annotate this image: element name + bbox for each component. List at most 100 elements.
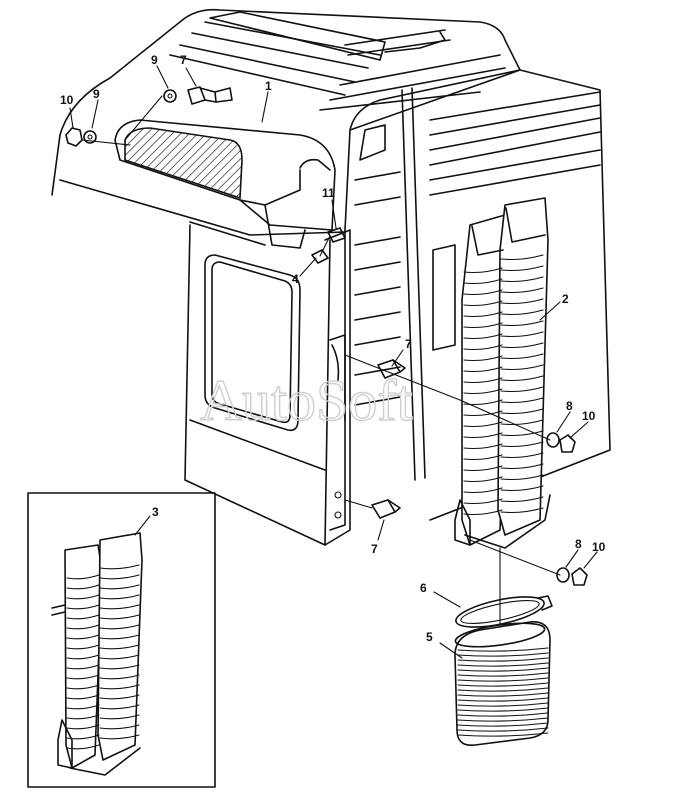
inset-duct-rib bbox=[99, 604, 140, 610]
callout-4: 4 bbox=[292, 272, 299, 286]
callout-7-middle: 7 bbox=[405, 337, 412, 351]
bellows-rib bbox=[457, 657, 549, 662]
inset-duct-rib bbox=[99, 634, 140, 640]
inset-duct-rib bbox=[66, 734, 100, 740]
duct-rib bbox=[463, 289, 503, 296]
duct-rib bbox=[500, 463, 544, 470]
bellows-hose bbox=[454, 621, 551, 747]
watermark: AutoSoft bbox=[200, 368, 413, 433]
bellows-rib bbox=[457, 702, 549, 707]
duct-rib bbox=[500, 353, 544, 360]
duct-rib bbox=[463, 377, 503, 384]
inset-duct-rib bbox=[66, 594, 100, 600]
callout-1: 1 bbox=[265, 79, 272, 93]
inset-duct-variant bbox=[27, 492, 216, 788]
duct-rib bbox=[500, 298, 544, 305]
duct-rib bbox=[500, 265, 544, 272]
inset-duct-rib bbox=[66, 744, 100, 750]
bellows-rib bbox=[457, 677, 549, 682]
callout-7-top: 7 bbox=[180, 53, 187, 67]
inset-duct-rib bbox=[99, 664, 140, 670]
cab-back-wall bbox=[344, 69, 611, 521]
bellows-rib bbox=[457, 732, 549, 737]
callout-5: 5 bbox=[426, 630, 433, 644]
inset-duct-rib bbox=[66, 654, 100, 660]
bellows-rib bbox=[457, 647, 549, 652]
duct-rib bbox=[500, 485, 544, 492]
duct-rib bbox=[500, 386, 544, 393]
inset-duct-rib bbox=[66, 684, 100, 690]
bellows-rib bbox=[457, 687, 549, 692]
duct-rib bbox=[463, 311, 503, 318]
callout-9-left: 9 bbox=[93, 87, 100, 101]
callout-leaders bbox=[69, 65, 598, 659]
inset-duct-rib bbox=[99, 574, 140, 580]
inset-duct-rib bbox=[66, 704, 100, 710]
inset-duct-rib bbox=[66, 584, 100, 590]
bellows-rib bbox=[457, 707, 549, 712]
duct-rib bbox=[500, 496, 544, 503]
inset-duct-rib bbox=[66, 674, 100, 680]
duct-rib bbox=[500, 419, 544, 426]
duct-rib bbox=[463, 465, 503, 472]
inset-duct-rib bbox=[99, 564, 140, 570]
bellows-rib bbox=[457, 682, 549, 687]
duct-rib bbox=[463, 421, 503, 428]
callout-8-upper: 8 bbox=[566, 399, 573, 413]
inset-duct-rib bbox=[66, 644, 100, 650]
callout-10-lower-right: 10 bbox=[592, 540, 606, 554]
inset-duct-rib bbox=[99, 694, 140, 700]
callout-10-upper-right: 10 bbox=[582, 409, 596, 423]
duct-rib bbox=[463, 498, 503, 505]
duct-rib bbox=[463, 410, 503, 417]
inset-duct-rib bbox=[99, 724, 140, 730]
bellows-rib bbox=[457, 697, 549, 702]
inset-duct-rib bbox=[99, 584, 140, 590]
callout-11: 11 bbox=[322, 186, 335, 200]
duct-rib bbox=[463, 344, 503, 351]
duct-rib bbox=[463, 322, 503, 329]
bellows-rib bbox=[457, 672, 549, 677]
inset-duct-rib bbox=[99, 654, 140, 660]
inset-duct-rib bbox=[99, 594, 140, 600]
inset-duct-rib bbox=[66, 724, 100, 730]
inset-duct-rib bbox=[99, 614, 140, 620]
duct-rib bbox=[500, 375, 544, 382]
inset-duct-rib bbox=[66, 604, 100, 610]
callout-10-left: 10 bbox=[60, 93, 74, 107]
duct-assembly bbox=[454, 197, 551, 549]
cab-roof bbox=[51, 8, 521, 236]
duct-rib bbox=[463, 476, 503, 483]
callout-3: 3 bbox=[152, 505, 159, 519]
inset-duct-rib bbox=[99, 674, 140, 680]
callout-8-lower: 8 bbox=[575, 537, 582, 551]
duct-rib bbox=[500, 452, 544, 459]
duct-rib bbox=[500, 408, 544, 415]
duct-rib bbox=[500, 441, 544, 448]
inset-duct-rib bbox=[99, 644, 140, 650]
duct-rib bbox=[500, 276, 544, 283]
bellows-rib bbox=[457, 717, 549, 722]
inset-duct-rib bbox=[66, 664, 100, 670]
duct-rib bbox=[500, 254, 544, 261]
fasteners bbox=[65, 86, 588, 626]
callout-9-top: 9 bbox=[151, 53, 158, 67]
bellows-rib bbox=[457, 667, 549, 672]
callout-6: 6 bbox=[420, 581, 427, 595]
callout-2: 2 bbox=[562, 292, 569, 306]
duct-rib bbox=[500, 364, 544, 371]
duct-rib bbox=[463, 454, 503, 461]
inset-duct-rib bbox=[99, 684, 140, 690]
duct-rib bbox=[500, 287, 544, 294]
duct-rib bbox=[463, 443, 503, 450]
duct-rib bbox=[463, 432, 503, 439]
duct-rib bbox=[463, 399, 503, 406]
inset-duct-rib bbox=[66, 694, 100, 700]
inset-duct-rib bbox=[66, 614, 100, 620]
duct-rib bbox=[500, 342, 544, 349]
duct-rib bbox=[463, 487, 503, 494]
duct-rib bbox=[500, 320, 544, 327]
duct-rib bbox=[500, 309, 544, 316]
bellows-rib bbox=[457, 692, 549, 697]
